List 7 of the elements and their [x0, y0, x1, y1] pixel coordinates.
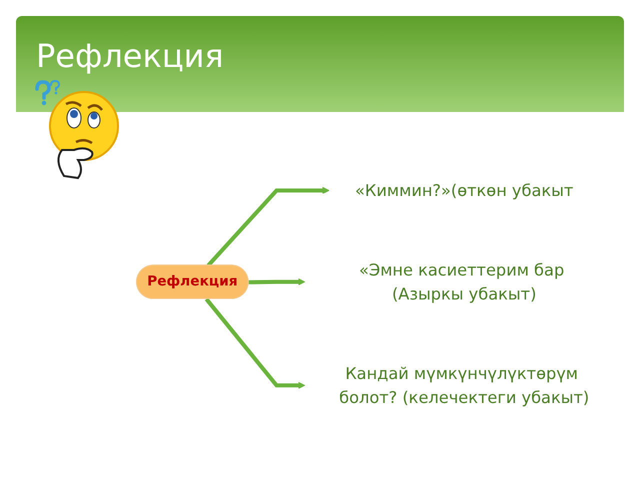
slide-title: Рефлекция	[36, 36, 224, 76]
node-text: Кандай мүмкүнчүлүктөрүм болот? (келечектеги убакыт)	[339, 364, 590, 408]
arrow	[204, 298, 306, 389]
arrow	[248, 278, 306, 286]
arrow	[206, 186, 330, 267]
node-text: «Киммин?»(өткөн убакыт	[355, 180, 574, 200]
node-text: «Эмне касиеттерим бар (Азыркы убакыт)	[359, 260, 564, 304]
